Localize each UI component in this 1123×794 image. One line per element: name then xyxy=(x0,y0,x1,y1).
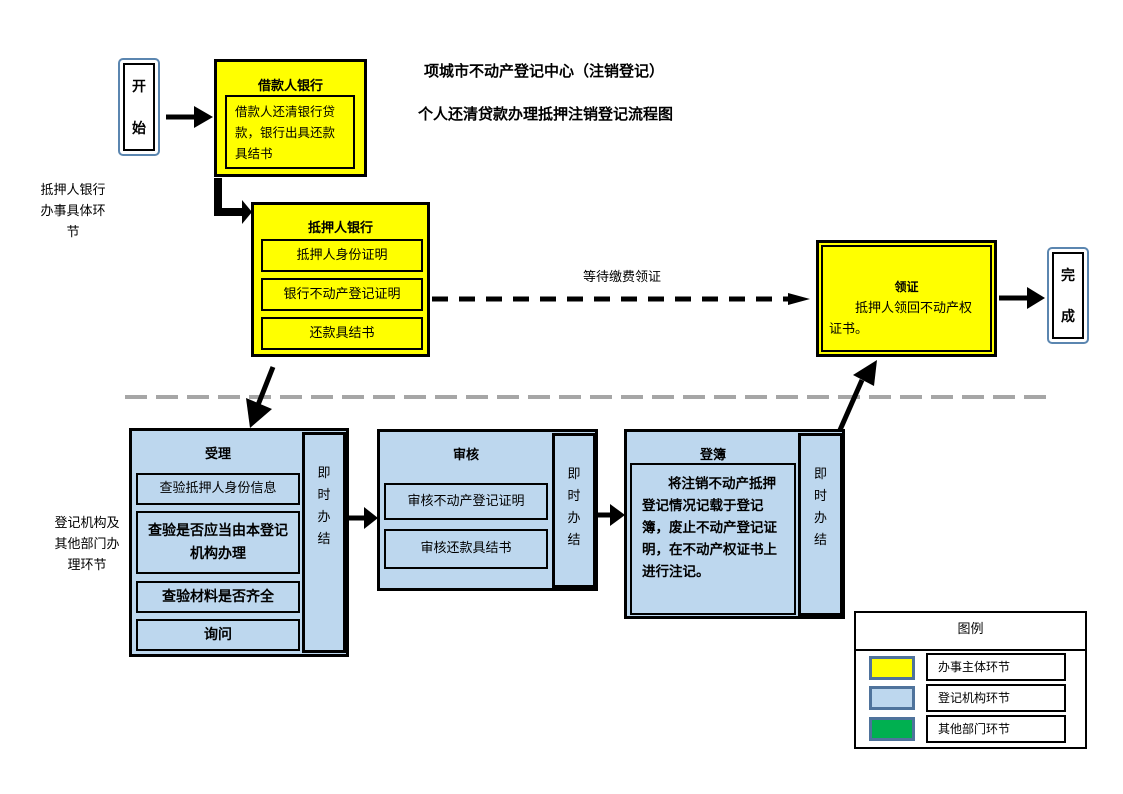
accept-instant-label: 即 时 办 结 xyxy=(302,432,346,653)
chart-title-line1: 项城市不动产登记中心（注销登记） xyxy=(424,62,665,80)
review-item: 审核不动产登记证明 xyxy=(384,483,548,520)
borrower-bank-title: 借款人银行 xyxy=(257,79,323,94)
lane-label-line: 登记机构及 xyxy=(54,516,120,531)
side-char: 办 xyxy=(813,511,827,526)
end-char: 成 xyxy=(1061,309,1075,326)
end-node-inner: 完 成 xyxy=(1052,252,1084,339)
side-char: 即 xyxy=(567,467,581,482)
collect-certificate-inner: 领证 抵押人领回不动产权证书。 xyxy=(821,245,992,352)
accept-item: 查验是否应当由本登记机构办理 xyxy=(136,511,300,574)
collect-certificate-title: 领证 xyxy=(894,280,919,294)
legend-swatch-yellow xyxy=(869,656,915,680)
side-char: 时 xyxy=(567,489,581,504)
accept-box[interactable]: 受理 查验抵押人身份信息 查验是否应当由本登记机构办理 查验材料是否齐全 询问 … xyxy=(129,428,349,657)
start-char: 始 xyxy=(132,121,146,137)
review-instant-label: 即 时 办 结 xyxy=(552,433,596,588)
review-item: 审核还款具结书 xyxy=(384,529,548,569)
legend-label: 其他部门环节 xyxy=(926,715,1066,743)
legend: 图例 办事主体环节 登记机构环节 其他部门环节 xyxy=(854,611,1087,749)
start-node[interactable]: 开 始 xyxy=(118,58,160,156)
lane-label-line: 节 xyxy=(66,225,80,240)
accept-title: 受理 xyxy=(204,447,231,462)
side-char: 即 xyxy=(317,466,331,481)
register-text: 将注销不动产抵押登记情况记载于登记簿，废止不动产登记证明，在不动产权证书上进行注… xyxy=(630,463,796,615)
legend-swatch-blue xyxy=(869,686,915,710)
legend-label: 办事主体环节 xyxy=(926,653,1066,681)
lane-label-line: 办事具体环 xyxy=(40,204,106,219)
arrow-head xyxy=(1027,287,1045,309)
mortgagee-bank-item: 还款具结书 xyxy=(261,317,423,350)
register-instant-label: 即 时 办 结 xyxy=(798,433,843,616)
mortgagee-bank-box[interactable]: 抵押人银行 抵押人身份证明 银行不动产登记证明 还款具结书 xyxy=(251,202,430,357)
lane-label-line: 抵押人银行 xyxy=(40,183,106,198)
legend-swatch-green xyxy=(869,717,915,741)
register-title: 登簿 xyxy=(699,448,726,463)
end-node[interactable]: 完 成 xyxy=(1047,247,1089,344)
arrow-head xyxy=(364,507,378,529)
arrow-mortgagee-to-accept xyxy=(255,366,276,406)
arrow-head xyxy=(610,504,625,526)
start-char: 开 xyxy=(132,79,146,95)
mortgagee-bank-item: 银行不动产登记证明 xyxy=(261,278,423,311)
borrower-bank-text: 借款人还清银行贷款，银行出具还款具结书 xyxy=(225,95,355,169)
side-char: 结 xyxy=(813,533,827,548)
accept-item: 询问 xyxy=(136,619,300,651)
side-char: 办 xyxy=(317,510,331,525)
legend-title: 图例 xyxy=(856,613,1085,651)
side-char: 即 xyxy=(813,467,827,482)
collect-certificate-text: 抵押人领回不动产权证书。 xyxy=(829,301,973,337)
arrow-borrower-to-mortgagee xyxy=(214,178,242,216)
side-char: 结 xyxy=(567,533,581,548)
accept-item: 查验抵押人身份信息 xyxy=(136,473,300,505)
lane-label-line: 其他部门办 xyxy=(54,537,120,552)
arrow-head xyxy=(788,293,810,305)
review-title: 审核 xyxy=(452,448,479,463)
side-char: 办 xyxy=(567,511,581,526)
end-char: 完 xyxy=(1061,267,1075,284)
register-box[interactable]: 登簿 将注销不动产抵押登记情况记载于登记簿，废止不动产登记证明，在不动产权证书上… xyxy=(624,429,845,619)
side-char: 结 xyxy=(317,532,331,547)
registry-lane-label: 登记机构及 其他部门办 理环节 xyxy=(42,513,132,576)
wait-label: 等待缴费领证 xyxy=(583,270,662,285)
mortgagee-bank-item: 抵押人身份证明 xyxy=(261,239,423,272)
side-char: 时 xyxy=(813,489,827,504)
collect-certificate-box[interactable]: 领证 抵押人领回不动产权证书。 xyxy=(816,240,997,357)
review-box[interactable]: 审核 审核不动产登记证明 审核还款具结书 即 时 办 结 xyxy=(377,429,598,591)
arrow-head xyxy=(194,106,213,128)
start-node-inner: 开 始 xyxy=(123,63,155,151)
chart-title-line2: 个人还清贷款办理抵押注销登记流程图 xyxy=(418,105,674,123)
accept-item: 查验材料是否齐全 xyxy=(136,581,300,613)
bank-lane-label: 抵押人银行 办事具体环 节 xyxy=(28,180,118,243)
lane-label-line: 理环节 xyxy=(67,558,107,573)
mortgagee-bank-title: 抵押人银行 xyxy=(307,221,373,236)
arrow-head xyxy=(246,398,272,428)
side-char: 时 xyxy=(317,488,331,503)
arrow-register-to-collect xyxy=(837,378,865,432)
borrower-bank-box[interactable]: 借款人银行 借款人还清银行贷款，银行出具还款具结书 xyxy=(214,59,367,177)
arrow-head xyxy=(853,360,877,386)
legend-label: 登记机构环节 xyxy=(926,684,1066,712)
